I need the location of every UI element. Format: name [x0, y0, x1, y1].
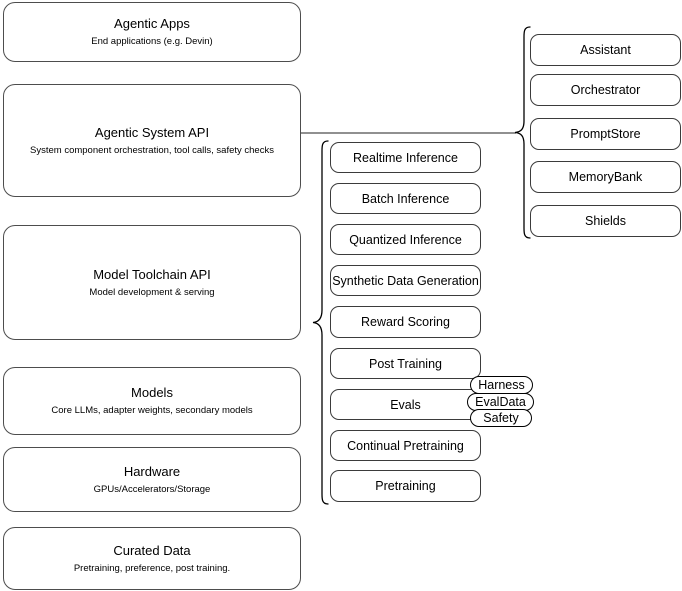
- chip-label: Quantized Inference: [349, 232, 462, 247]
- stack-layer-subtitle: GPUs/Accelerators/Storage: [93, 483, 211, 495]
- stack-layer-subtitle: System component orchestration, tool cal…: [30, 144, 274, 156]
- stack-layer-agentic-apps[interactable]: Agentic Apps End applications (e.g. Devi…: [3, 2, 301, 62]
- stack-layer-model-toolchain-api[interactable]: Model Toolchain API Model development & …: [3, 225, 301, 340]
- evals-subcomponent-evaldata[interactable]: EvalData: [467, 393, 534, 411]
- stack-layer-title: Model Toolchain API: [93, 266, 211, 282]
- pill-label: Safety: [483, 411, 519, 425]
- evals-subcomponent-harness[interactable]: Harness: [470, 376, 533, 394]
- stack-layer-title: Agentic Apps: [114, 16, 190, 31]
- stack-layer-subtitle: Model development & serving: [89, 286, 215, 298]
- brace-system-components: [512, 24, 532, 248]
- chip-label: Post Training: [369, 356, 442, 371]
- chip-label: Orchestrator: [570, 83, 641, 97]
- pill-label: EvalData: [475, 395, 526, 409]
- toolchain-component-synthetic-data-generation[interactable]: Synthetic Data Generation: [330, 265, 481, 296]
- connector-system-api-to-components: [300, 126, 516, 138]
- pill-label: Harness: [478, 378, 525, 392]
- toolchain-component-quantized-inference[interactable]: Quantized Inference: [330, 224, 481, 255]
- chip-label: PromptStore: [570, 127, 641, 141]
- brace-toolchain-components: [310, 138, 330, 520]
- chip-label: Synthetic Data Generation: [332, 273, 479, 288]
- stack-layer-subtitle: End applications (e.g. Devin): [91, 36, 213, 47]
- stack-layer-agentic-system-api[interactable]: Agentic System API System component orch…: [3, 84, 301, 197]
- evals-subcomponent-safety[interactable]: Safety: [470, 409, 532, 427]
- chip-label: Pretraining: [375, 479, 436, 493]
- stack-layer-models[interactable]: Models Core LLMs, adapter weights, secon…: [3, 367, 301, 435]
- system-component-memorybank[interactable]: MemoryBank: [530, 161, 681, 193]
- chip-label: Evals: [390, 397, 421, 412]
- stack-layer-title: Models: [131, 385, 173, 400]
- system-component-promptstore[interactable]: PromptStore: [530, 118, 681, 150]
- stack-layer-subtitle: Core LLMs, adapter weights, secondary mo…: [51, 405, 253, 416]
- chip-label: MemoryBank: [568, 170, 643, 184]
- chip-label: Continual Pretraining: [347, 438, 464, 453]
- stack-layer-title: Hardware: [123, 463, 181, 479]
- stack-layer-subtitle: Pretraining, preference, post training.: [73, 562, 231, 574]
- stack-layer-title: Agentic System API: [94, 124, 210, 140]
- toolchain-component-reward-scoring[interactable]: Reward Scoring: [330, 306, 481, 338]
- chip-label: Batch Inference: [361, 191, 450, 206]
- toolchain-component-post-training[interactable]: Post Training: [330, 348, 481, 379]
- toolchain-component-realtime-inference[interactable]: Realtime Inference: [330, 142, 481, 173]
- toolchain-component-batch-inference[interactable]: Batch Inference: [330, 183, 481, 214]
- stack-layer-hardware[interactable]: Hardware GPUs/Accelerators/Storage: [3, 447, 301, 512]
- toolchain-component-continual-pretraining[interactable]: Continual Pretraining: [330, 430, 481, 461]
- toolchain-component-evals[interactable]: Evals: [330, 389, 481, 420]
- chip-label: Shields: [585, 214, 626, 228]
- system-component-shields[interactable]: Shields: [530, 205, 681, 237]
- chip-label: Assistant: [580, 43, 631, 57]
- stack-layer-curated-data[interactable]: Curated Data Pretraining, preference, po…: [3, 527, 301, 590]
- chip-label: Realtime Inference: [353, 150, 458, 165]
- toolchain-component-pretraining[interactable]: Pretraining: [330, 470, 481, 502]
- system-component-assistant[interactable]: Assistant: [530, 34, 681, 66]
- stack-layer-title: Curated Data: [113, 542, 191, 558]
- system-component-orchestrator[interactable]: Orchestrator: [530, 74, 681, 106]
- chip-label: Reward Scoring: [361, 315, 450, 329]
